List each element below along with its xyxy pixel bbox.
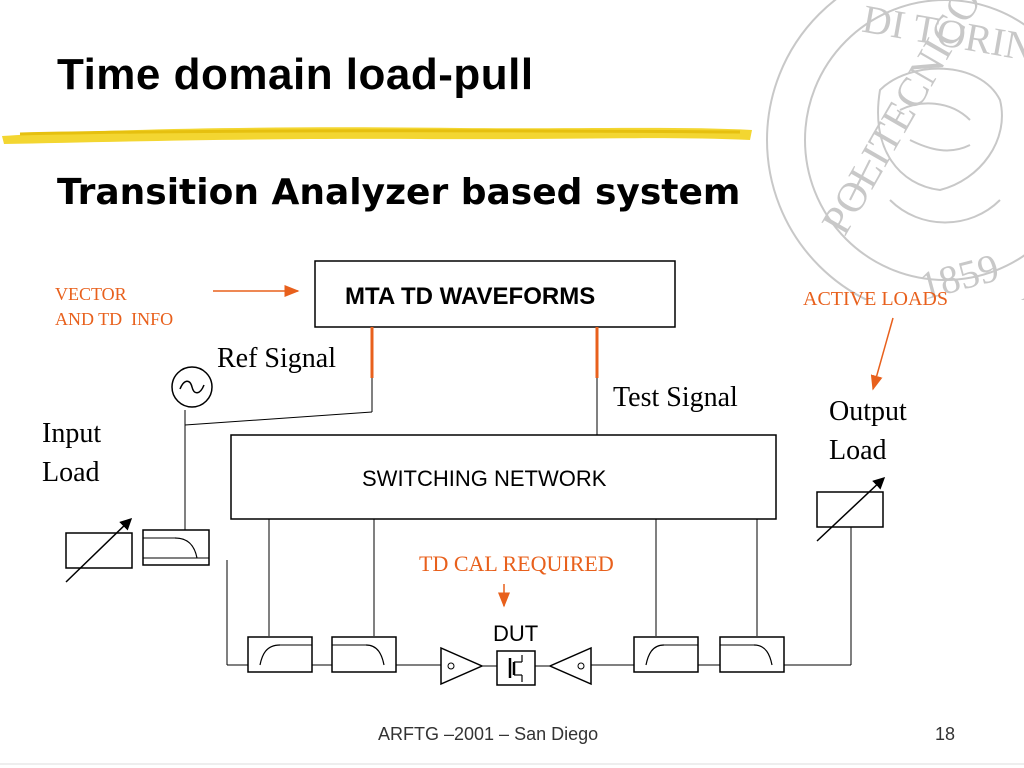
dut-transistor-icon	[496, 650, 536, 686]
input-load-tuner	[65, 532, 133, 569]
output-bias-tee	[548, 646, 592, 686]
ref-signal-label: Ref Signal	[217, 343, 336, 374]
slide-footer: ARFTG –2001 – San Diego	[378, 724, 599, 744]
slide-title: Time domain load-pull	[57, 50, 534, 99]
coupler-1	[247, 636, 313, 673]
coupler-2	[331, 636, 397, 673]
input-load-label-line2: Load	[42, 457, 100, 488]
mta-box-label: MTA TD WAVEFORMS	[345, 283, 596, 310]
output-load-label-line1: Output	[829, 396, 907, 427]
test-signal-label: Test Signal	[613, 382, 738, 413]
active-loads-arrow	[870, 317, 894, 391]
slide-subtitle: Transition Analyzer based system	[57, 172, 741, 213]
input-load-label-line1: Input	[42, 418, 102, 449]
active-loads-label: ACTIVE LOADS	[803, 288, 948, 310]
coupler-3	[633, 636, 699, 673]
page-number: 18	[935, 724, 956, 744]
switching-network-label: SWITCHING NETWORK	[362, 466, 607, 491]
mta-box	[314, 260, 676, 328]
input-bias-tee	[440, 646, 484, 686]
td-cal-label: TD CAL REQUIRED	[419, 551, 614, 576]
switching-network-box	[230, 434, 777, 520]
university-seal-watermark: POLITECNICO DI TORINO 1859	[766, 0, 1024, 300]
input-coupler	[142, 529, 210, 566]
output-load-label-line2: Load	[829, 435, 887, 466]
vector-info-label-line2: AND TD INFO	[55, 309, 174, 329]
title-underline-brush	[2, 127, 752, 144]
dut-label: DUT	[493, 621, 539, 646]
coupler-4	[719, 636, 785, 673]
vector-info-label-line1: VECTOR	[55, 284, 127, 304]
